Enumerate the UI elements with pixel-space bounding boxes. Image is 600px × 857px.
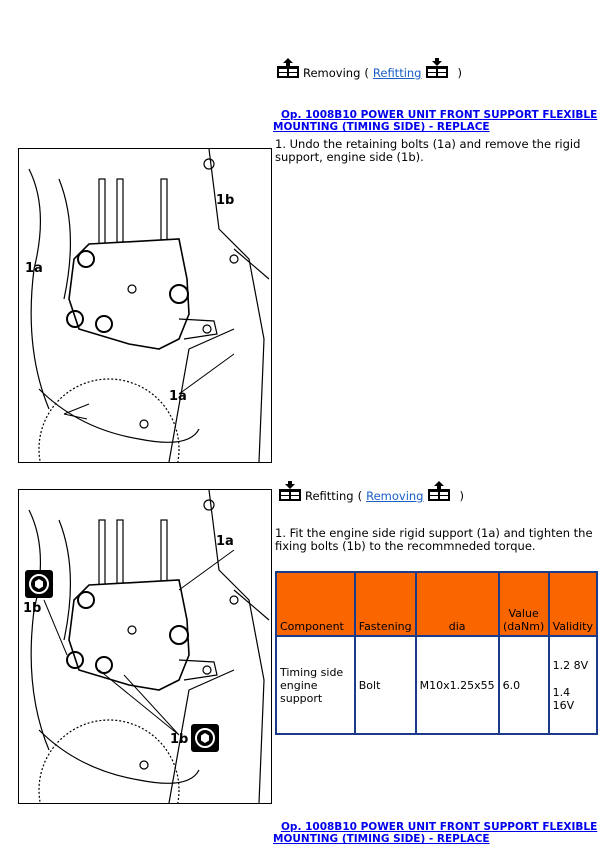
validity-16v: 1.4 16V <box>552 685 575 712</box>
table-header-row: Component Fastening dia Value (daNm) Val… <box>275 571 599 637</box>
removing-step-1: 1. Undo the retaining bolts (1a) and rem… <box>275 137 581 164</box>
label-1a: 1a <box>25 261 43 276</box>
refitting-figure: 1a 1b 1b <box>18 489 272 804</box>
col-value: Value (daNm) <box>497 571 550 637</box>
label-1b: 1b <box>170 732 189 747</box>
removing-arrow-up-icon <box>427 481 450 501</box>
paren: ) <box>457 66 463 80</box>
torque-icon <box>25 570 53 598</box>
refitting-arrow-down-icon <box>425 58 448 78</box>
footer-op-title-link[interactable]: Op. 1008B10 POWER UNIT FRONT SUPPORT FLE… <box>273 821 598 845</box>
cell-validity: 1.2 8V 1.4 16V <box>547 635 599 735</box>
paren: ) <box>459 489 465 503</box>
engine-support-illustration <box>19 149 271 462</box>
col-component: Component <box>275 571 356 637</box>
table-row: Timing side engine support Bolt M10x1.25… <box>275 635 599 735</box>
removing-figure: 1b 1a 1a <box>18 148 272 463</box>
label-1a: 1a <box>169 389 187 404</box>
removing-header: Removing ( Refitting ) <box>277 58 462 80</box>
paren: ( <box>357 489 363 503</box>
torque-table: Component Fastening dia Value (daNm) Val… <box>275 571 599 735</box>
label-1b: 1b <box>216 193 235 208</box>
removing-arrow-up-icon <box>277 58 299 78</box>
label-1b: 1b <box>23 601 42 616</box>
op-title-link[interactable]: Op. 1008B10 POWER UNIT FRONT SUPPORT FLE… <box>273 109 598 133</box>
removing-title: Removing <box>303 66 361 80</box>
removing-link[interactable]: Removing <box>366 489 424 503</box>
col-fastening: Fastening <box>353 571 417 637</box>
cell-component: Timing side engine support <box>275 635 356 735</box>
refitting-link[interactable]: Refitting <box>372 66 422 80</box>
cell-value: 6.0 <box>497 635 550 735</box>
refitting-step-1: 1. Fit the engine side rigid support (1a… <box>275 526 593 553</box>
label-1a: 1a <box>216 534 234 549</box>
engine-support-illustration <box>19 490 271 803</box>
paren: ( <box>364 66 369 80</box>
refitting-title: Refitting <box>305 489 354 503</box>
cell-fastening: Bolt <box>353 635 417 735</box>
validity-8v: 1.2 8V <box>552 658 589 672</box>
refitting-arrow-down-icon <box>279 481 301 501</box>
torque-icon <box>191 724 219 752</box>
refitting-header: Refitting ( Removing ) <box>279 481 464 503</box>
col-validity: Validity <box>547 571 599 637</box>
col-dia: dia <box>414 571 500 637</box>
cell-dia: M10x1.25x55 <box>414 635 500 735</box>
